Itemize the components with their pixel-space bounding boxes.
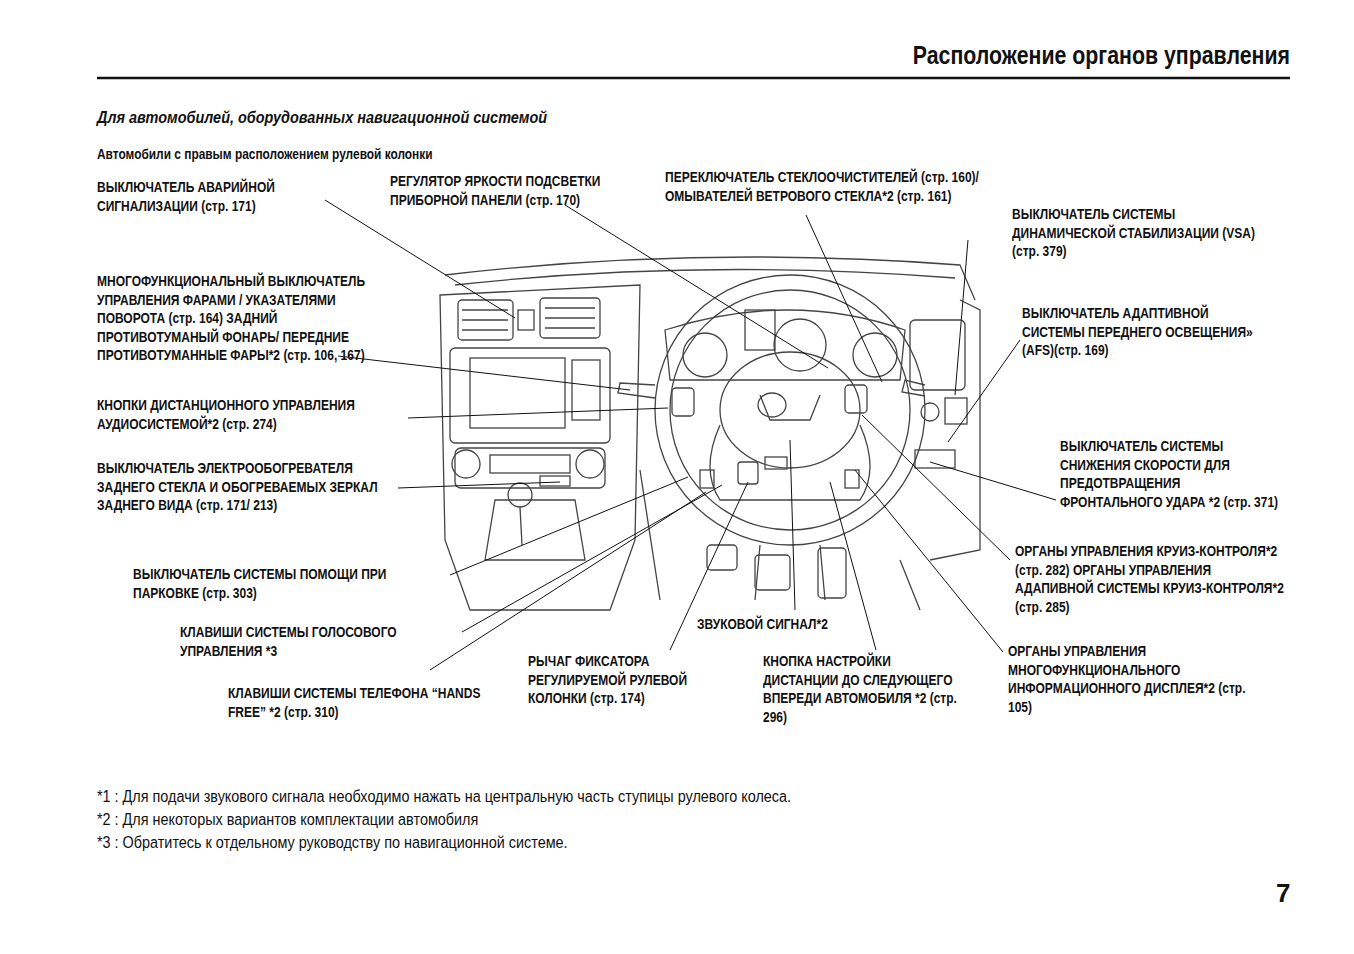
callout-label: ПЕРЕКЛЮЧАТЕЛЬ СТЕКЛООЧИСТИТЕЛЕЙ (стр. 16…: [665, 168, 1057, 205]
callout-label: РЕГУЛЯТОР ЯРКОСТИ ПОДСВЕТКИ ПРИБОРНОЙ ПА…: [390, 172, 644, 209]
callout-label: ВЫКЛЮЧАТЕЛЬ ЭЛЕКТРООБОГРЕВАТЕЛЯ ЗАДНЕГО …: [97, 459, 405, 515]
callout-label: ВЫКЛЮЧАТЕЛЬ СИСТЕМЫ СНИЖЕНИЯ СКОРОСТИ ДЛ…: [1060, 437, 1282, 511]
footnote: *1 : Для подачи звукового сигнала необхо…: [97, 788, 791, 806]
callout-label: КЛАВИШИ СИСТЕМЫ ГОЛОСОВОГО УПРАВЛЕНИЯ *3: [180, 623, 448, 660]
callout-label: КЛАВИШИ СИСТЕМЫ ТЕЛЕФОНА “HANDS FREE” *2…: [228, 684, 484, 721]
callout-label: ЗВУКОВОЙ СИГНАЛ*2: [697, 615, 828, 634]
footnote: *3 : Обратитесь к отдельному руководству…: [97, 834, 568, 852]
callout-label: ОРГАНЫ УПРАВЛЕНИЯ КРУИЗ-КОНТРОЛЯ*2 (стр.…: [1015, 542, 1287, 616]
page-number: 7: [1276, 878, 1290, 909]
callout-label: ВЫКЛЮЧАТЕЛЬ СИСТЕМЫ ДИНАМИЧЕСКОЙ СТАБИЛИ…: [1012, 205, 1268, 261]
subheading: Автомобили с правым расположением рулево…: [97, 146, 433, 162]
section-heading: Для автомобилей, оборудованных навигацио…: [97, 108, 547, 128]
dashboard-drawing: [440, 257, 980, 610]
callout-label: МНОГОФУНКЦИОНАЛЬНЫЙ ВЫКЛЮЧАТЕЛЬ УПРАВЛЕН…: [97, 272, 397, 365]
footnote: *2 : Для некоторых вариантов комплектаци…: [97, 811, 478, 829]
callout-label: ВЫКЛЮЧАТЕЛЬ АВАРИЙНОЙ СИГНАЛИЗАЦИИ (стр.…: [97, 178, 329, 215]
callout-label: РЫЧАГ ФИКСАТОРА РЕГУЛИРУЕМОЙ РУЛЕВОЙ КОЛ…: [528, 652, 726, 708]
callout-label: КНОПКА НАСТРОЙКИ ДИСТАНЦИИ ДО СЛЕДУЮЩЕГО…: [763, 652, 969, 726]
header-rule: [97, 77, 1290, 80]
callout-label: ОРГАНЫ УПРАВЛЕНИЯ МНОГОФУНКЦИОНАЛЬНОГО И…: [1008, 642, 1264, 716]
leader-lines: [325, 200, 1056, 670]
callout-label: ВЫКЛЮЧАТЕЛЬ СИСТЕМЫ ПОМОЩИ ПРИ ПАРКОВКЕ …: [133, 565, 445, 602]
callout-label: КНОПКИ ДИСТАНЦИОННОГО УПРАВЛЕНИЯ АУДИОСИ…: [97, 396, 409, 433]
page-title: Расположение органов управления: [913, 40, 1290, 71]
callout-label: ВЫКЛЮЧАТЕЛЬ АДАПТИВНОЙ СИСТЕМЫ ПЕРЕДНЕГО…: [1022, 304, 1254, 360]
